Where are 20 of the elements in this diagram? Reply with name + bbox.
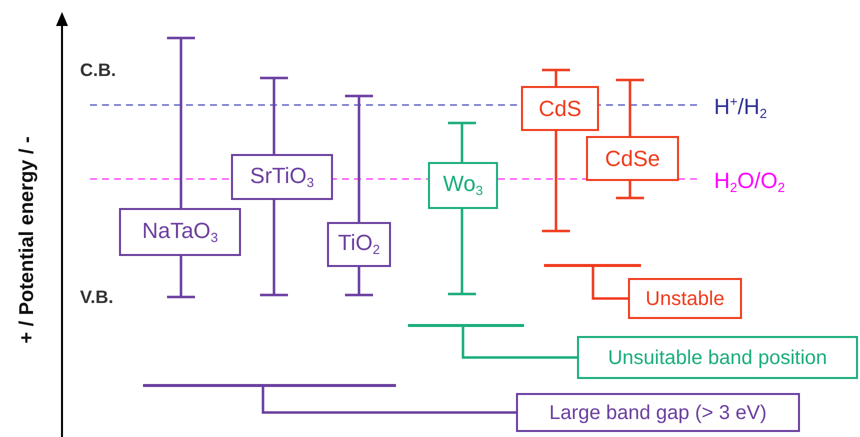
material-box: Wo$_{3}$ <box>428 162 498 209</box>
leader-line <box>592 267 628 300</box>
legend-box: Unstable <box>628 278 742 319</box>
bracket-bar <box>143 384 396 387</box>
leader-line <box>262 387 516 414</box>
bracket-bar <box>408 324 524 327</box>
level-label: H$_{2}$O/O$_{2}$ <box>714 170 785 194</box>
legend-box: Unsuitable band position <box>577 336 858 379</box>
material-box: NaTaO$_{3}$ <box>119 208 241 256</box>
material-box: CdSe <box>586 136 679 181</box>
leader-line <box>462 327 577 359</box>
level-label: V.B. <box>80 288 114 306</box>
level-label: H$^{+}$/H$_{2}$ <box>714 95 767 120</box>
material-box: CdS <box>521 86 599 131</box>
legend-box: Large band gap (> 3 eV) <box>516 393 800 432</box>
bracket-bar <box>544 264 641 267</box>
material-box: TiO$_{2}$ <box>327 222 391 267</box>
axis-label: + / Potential energy / - <box>17 136 37 344</box>
material-box: SrTiO$_{3}$ <box>231 154 333 200</box>
level-label: C.B. <box>80 61 116 79</box>
